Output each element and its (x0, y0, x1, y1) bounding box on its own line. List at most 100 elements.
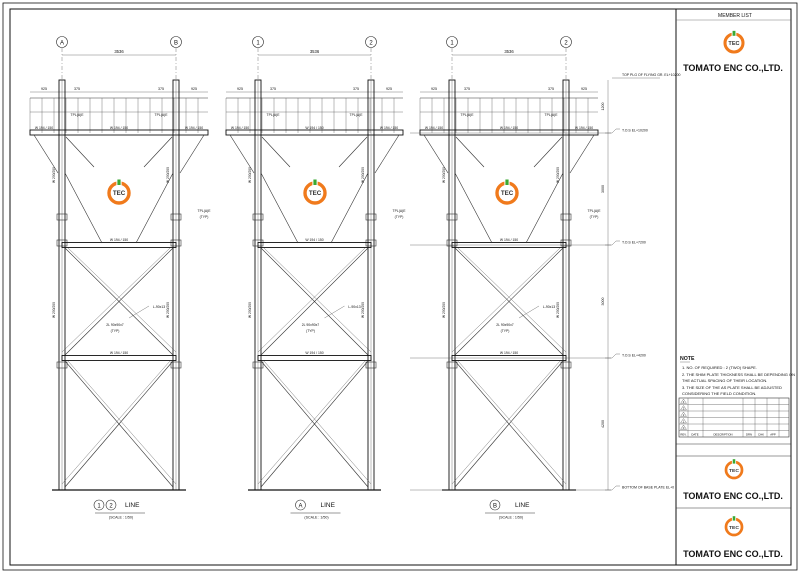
angle-label: L-90x13 (153, 305, 165, 309)
floor-beam-1 (257, 242, 372, 248)
knee-brace-inner-left (65, 136, 95, 168)
company-name-middle: TOMATO ENC CO.,LTD. (683, 491, 783, 501)
x-brace-a2 (457, 247, 567, 353)
logo-text: TEC (729, 468, 739, 474)
splice-plate (170, 361, 182, 369)
deck-beam-label-left: W 194 / 150 (231, 126, 249, 130)
splice-plate (446, 361, 458, 369)
column-label-lower: W 200/200 (248, 302, 252, 318)
logo-bot-mark: TEC (724, 516, 744, 537)
brace-typ: (TYP) (501, 329, 510, 333)
deck-beam (419, 129, 599, 136)
dim-top-right: 375 (158, 87, 164, 91)
x-brace-b-1 (64, 247, 174, 356)
knee-brace-right (374, 134, 400, 174)
grid-bubble-right (365, 36, 377, 48)
brace-label: 2L 90x90x7 (106, 323, 124, 327)
logo-text: TEC (501, 190, 514, 197)
knee-brace-inner-right (533, 136, 563, 168)
elevation-el2-label: T.O.S EL+7200 (622, 241, 646, 245)
grid-bubble-left-label: 1 (256, 41, 260, 47)
upper-brace-left (64, 172, 103, 244)
knee-brace-inner-left (455, 136, 485, 168)
company-name-top: TOMATO ENC CO.,LTD. (683, 63, 783, 73)
x-brace-b-2 (454, 360, 564, 488)
floor-beam-label-1: W 194 / 150 (110, 238, 128, 242)
deck-beam-label-right: W 194 / 150 (380, 126, 398, 130)
angle-label: L-90x13 (543, 305, 555, 309)
logo-core (729, 465, 739, 475)
column-label-upper: W 200/200 (52, 167, 56, 183)
elevation-el3-label: T.O.S EL+4200 (622, 354, 646, 358)
note-1: 1. NO. OF REQUIRED : 2 (TWO) SHAPE. (682, 365, 757, 370)
splice-plate (365, 213, 377, 221)
leader-line (518, 305, 540, 319)
leader-line (128, 305, 150, 319)
dim-top-mid: 375 (74, 87, 80, 91)
knee-brace-right (179, 134, 205, 174)
column-label-upper: W 200/200 (361, 167, 365, 183)
revision-header-rev: REV. (680, 432, 686, 436)
side-typ: (TYP) (200, 215, 209, 219)
dim-top-mid: 375 (270, 87, 276, 91)
splice-plate (56, 361, 68, 369)
deck-beam-label-right: W 194 / 150 (185, 126, 203, 130)
x-brace-b2 (61, 247, 171, 353)
title-mark-text: 1 (97, 504, 101, 510)
tpl-label-left: TPL(A)E (71, 113, 85, 117)
elevation-el3-arrow (611, 353, 620, 359)
logo-core (112, 186, 126, 200)
company-logo-top: TEC (723, 30, 745, 54)
column-label-upper: W 200/200 (248, 167, 252, 183)
tpl-label-right: TPL(A)E (155, 113, 169, 117)
brace-typ: (TYP) (306, 329, 315, 333)
elevation-el1-arrow (611, 128, 620, 134)
revision-triangle (680, 411, 687, 417)
knee-brace-inner-right (338, 136, 368, 168)
splice-plate (560, 213, 572, 221)
logo-core (729, 522, 739, 532)
tpl-label-left: TPL(A)E (267, 113, 281, 117)
grid-bubble-right (560, 36, 572, 48)
tpl-label-left: TPL(A)E (461, 113, 475, 117)
elevation-el1-label: T.O.S EL+10200 (622, 129, 648, 133)
floor-beam-label-1: W 194 / 150 (305, 238, 323, 242)
logo-stem (732, 459, 736, 464)
column-label-lower: W 200/200 (442, 302, 446, 318)
company-name-bottom: TOMATO ENC CO.,LTD. (683, 549, 783, 559)
note-4: 3. THE SIZE OF THE AS PLATE SHALL BE ADJ… (682, 385, 782, 390)
revision-header-date: DATE (691, 432, 698, 436)
upper-brace-left (260, 172, 299, 244)
dim-top-far: 925 (581, 87, 587, 91)
grid-bubble-left-label: A (60, 41, 64, 47)
x-brace-a2 (67, 247, 177, 353)
title-mark-text: B (493, 504, 497, 510)
grid-bubble-left (252, 36, 264, 48)
splice-plate (365, 361, 377, 369)
elevation-top-label: TOP PLG OF FLYING GR. EL+10200 (622, 73, 681, 77)
side-typ: (TYP) (590, 215, 599, 219)
grid-bubble-right-label: 2 (369, 41, 373, 47)
span-dimension-text: 3536 (310, 49, 320, 54)
leader-line (324, 305, 345, 319)
column-label-lower: W 200/200 (361, 302, 365, 318)
x-brace-b-2 (260, 360, 369, 488)
logo-stem (313, 179, 317, 185)
x-brace-b2 (451, 247, 561, 353)
revision-mark-0: 0 (683, 426, 685, 430)
x-brace-a2 (263, 360, 372, 485)
revision-mark-2: 2 (683, 413, 685, 417)
grid-bubble-left (446, 36, 458, 48)
splice-plate (252, 213, 264, 221)
x-brace-b-1 (260, 247, 369, 356)
grid-bubble-right-label: 2 (564, 41, 568, 47)
column-label-lower: W 200/200 (52, 302, 56, 318)
frame-scale: (SCALE : 1/50) (109, 516, 133, 520)
frame-scale: (SCALE : 1/50) (499, 516, 523, 520)
watermark-logo-3: TEC (495, 179, 519, 205)
grid-bubble-right (170, 36, 182, 48)
